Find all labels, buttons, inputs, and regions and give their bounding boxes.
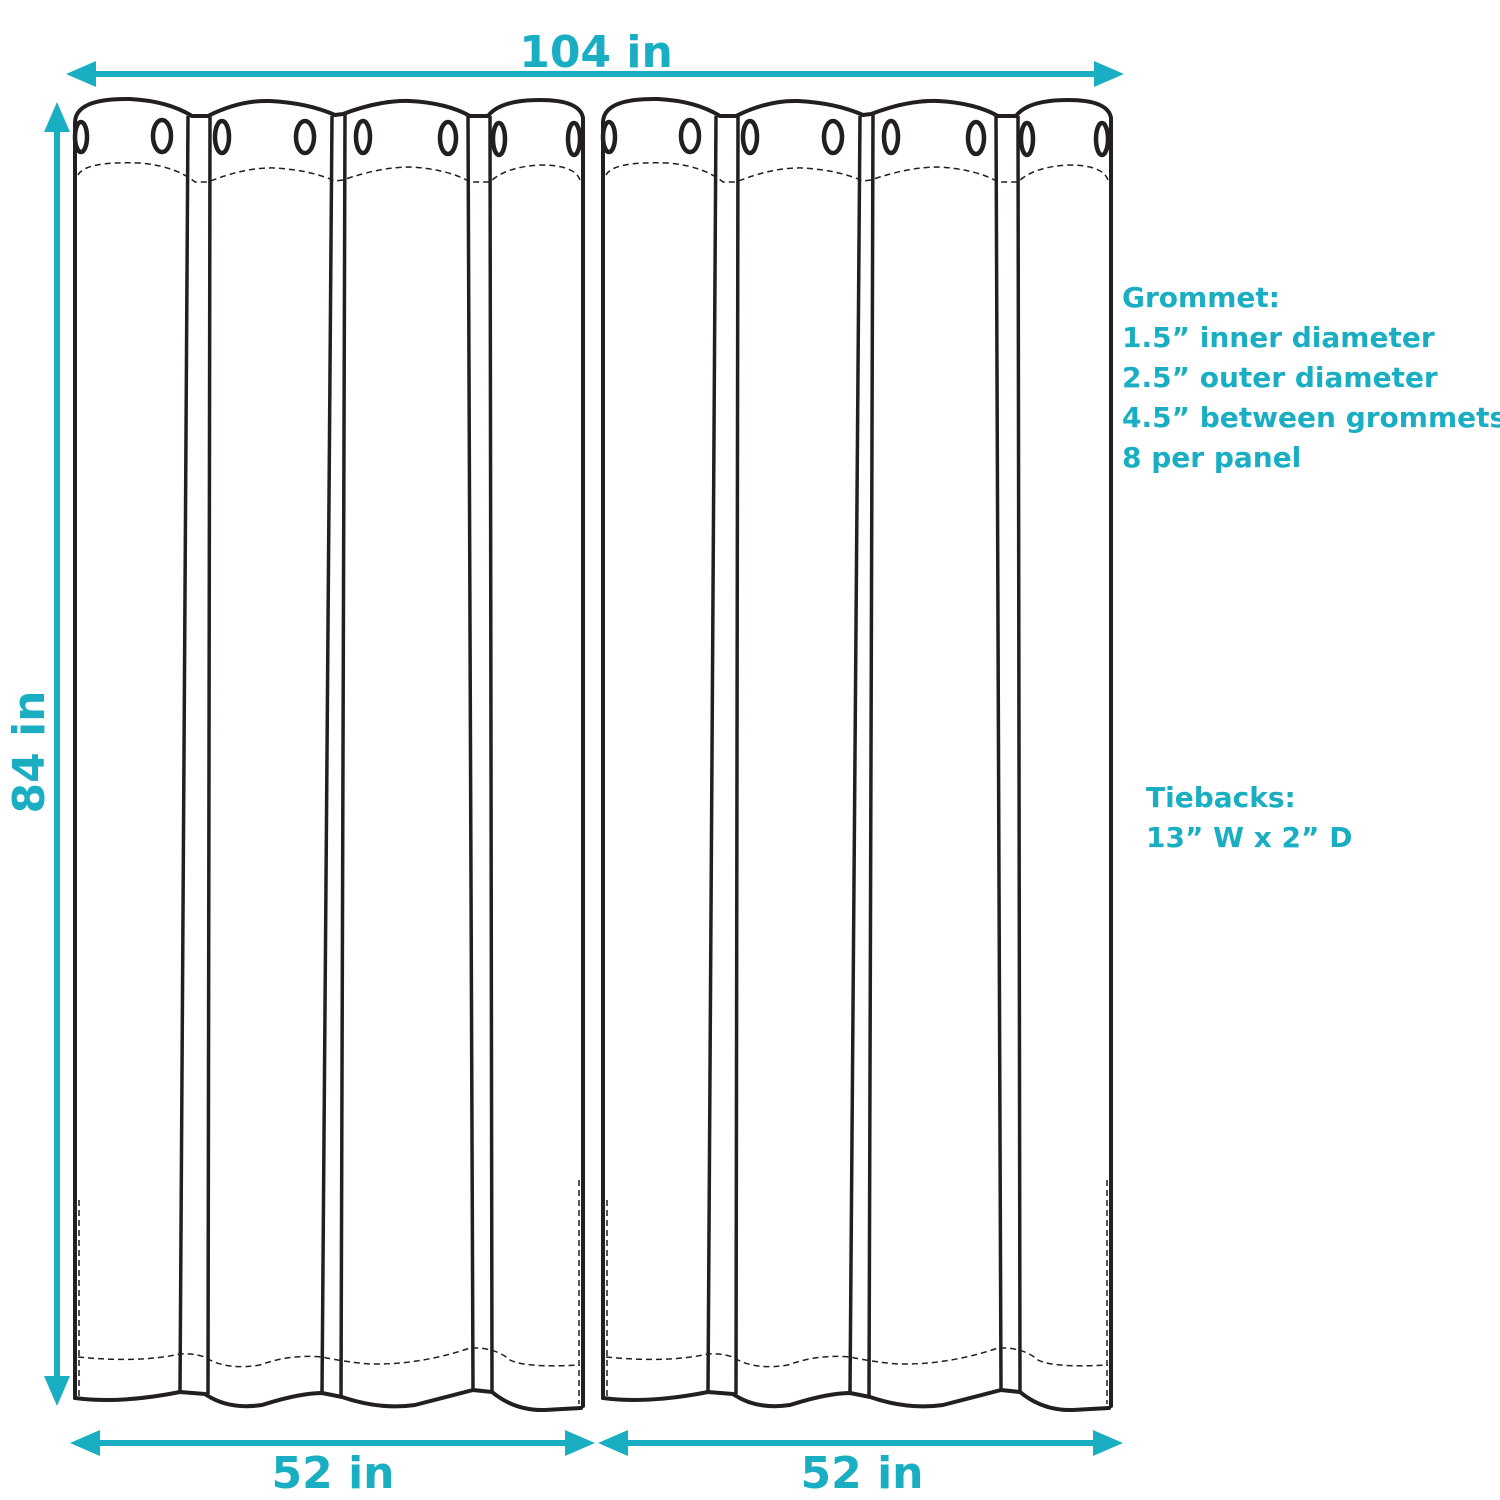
curtain-panel-left	[75, 99, 583, 1410]
width-arrow-left-panel	[70, 1430, 595, 1456]
grommet-specs: Grommet: 1.5” inner diameter 2.5” outer …	[1122, 281, 1500, 474]
grommet-spec-line: 2.5” outer diameter	[1122, 361, 1438, 394]
width-arrow-total	[66, 61, 1124, 87]
tiebacks-title: Tiebacks:	[1146, 781, 1296, 814]
left-panel-width-label: 52 in	[272, 1448, 395, 1499]
grommet-spec-line: 1.5” inner diameter	[1122, 321, 1435, 354]
grommet-title: Grommet:	[1122, 281, 1280, 314]
height-label: 84 in	[4, 691, 55, 814]
curtain-panel-right	[603, 99, 1111, 1410]
height-arrow	[44, 102, 70, 1406]
width-arrow-right-panel	[598, 1430, 1123, 1456]
tiebacks-spec-line: 13” W x 2” D	[1146, 821, 1352, 854]
right-panel-width-label: 52 in	[801, 1448, 924, 1499]
grommet-spec-line: 8 per panel	[1122, 441, 1301, 474]
grommet-spec-line: 4.5” between grommets	[1122, 401, 1500, 434]
tieback-specs: Tiebacks: 13” W x 2” D	[1146, 781, 1352, 854]
total-width-label: 104 in	[519, 27, 673, 78]
